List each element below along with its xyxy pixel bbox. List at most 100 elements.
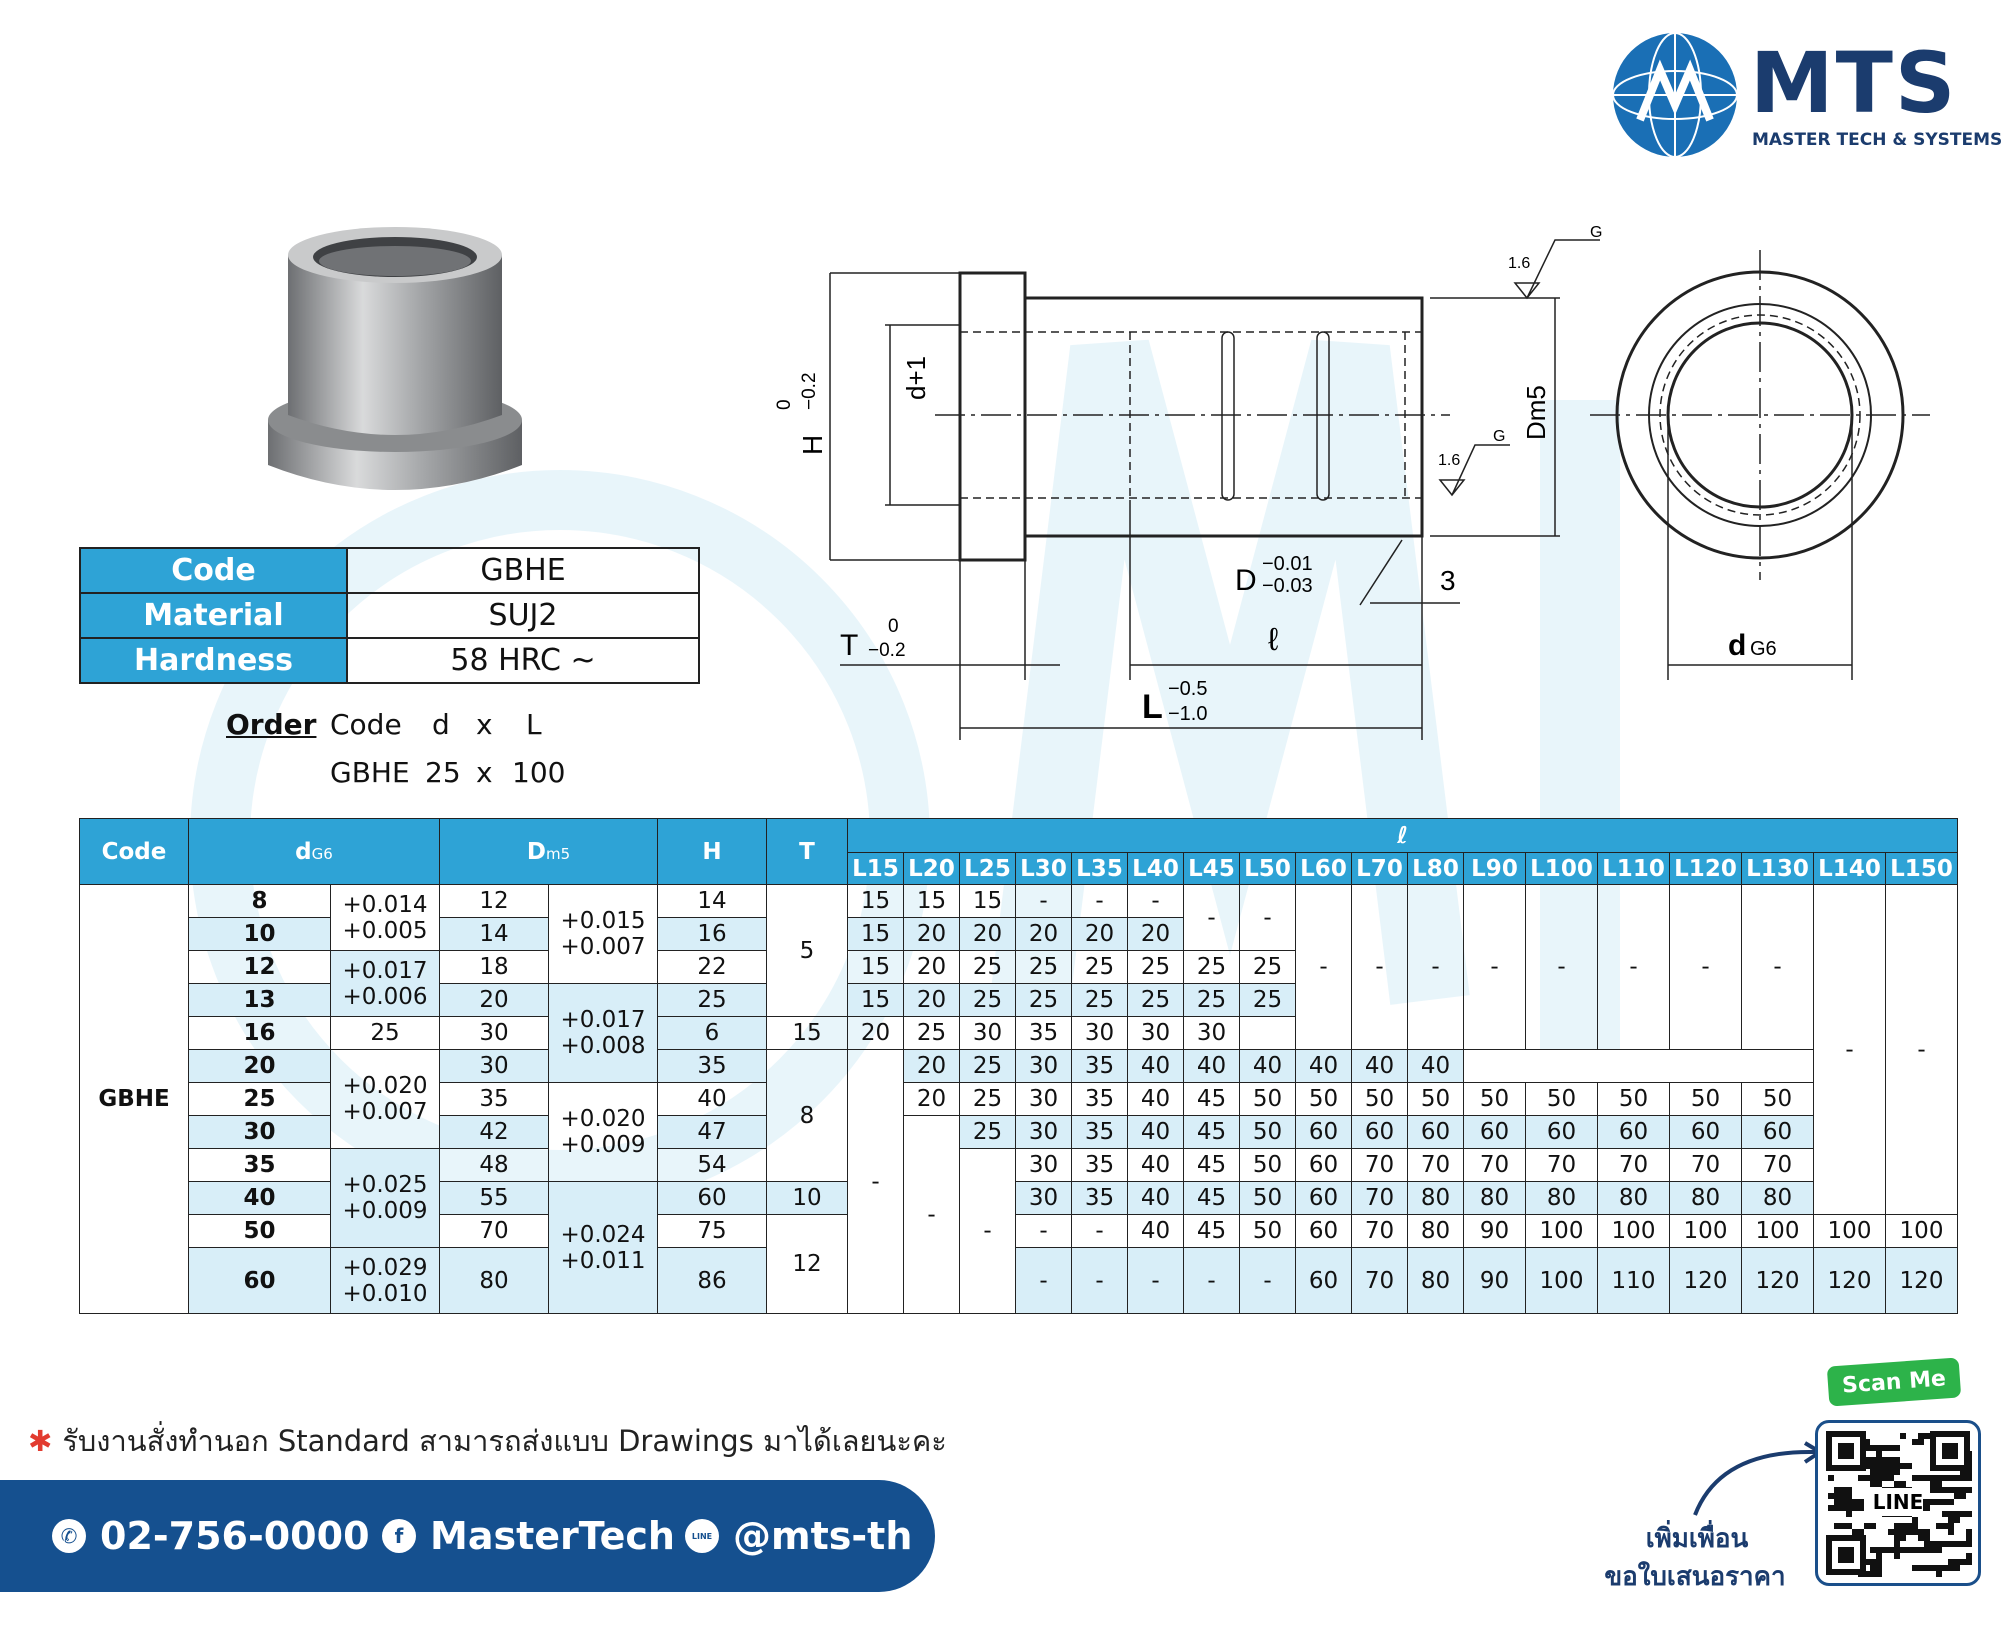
length-value-cell: 40 [1183,1049,1240,1083]
tol-hi: +0.015 [560,908,646,934]
roughness-grade: G [1590,224,1602,241]
length-value-cell: 35 [1071,1082,1128,1116]
qr-code-icon: LINE [1826,1431,1972,1577]
T-value-cell: 10 [766,1181,848,1215]
length-value-cell: 50 [1525,1082,1598,1116]
length-value-cell: 50 [1351,1082,1408,1116]
dim-big-d: D [1235,564,1257,597]
D-value-cell: 20 [439,983,549,1017]
length-value-cell: 70 [1669,1148,1742,1182]
scan-me-badge: Scan Me [1826,1357,1962,1407]
length-na-cell: - [1407,884,1464,1050]
dim-l-tol: −1.0 [1168,703,1207,725]
order-example: 25 [425,756,461,789]
length-na-cell: - [847,1049,904,1314]
tol-hi: +0.017 [342,957,428,984]
length-value-cell: 15 [847,983,904,1017]
length-value-cell: 25 [959,1049,1016,1083]
spec-table: Code GBHE Material SUJ2 Hardness 58 HRC … [79,547,700,684]
H-value-cell: 30 [439,1016,549,1050]
dim-dm5: Dm5 [1521,385,1551,440]
tol-lo: +0.007 [342,1099,428,1125]
length-header: L140 [1813,852,1886,885]
d-value-cell: 16 [188,1016,331,1050]
length-value-cell: 25 [1015,983,1072,1017]
d-value-cell: 40 [188,1181,331,1215]
length-na-cell: - [1813,884,1886,1215]
header-dg6-main: d [295,838,312,865]
length-value-cell: - [1015,1247,1072,1314]
length-value-cell: 25 [1015,950,1072,984]
d-value-cell: 10 [188,917,331,951]
spec-key: Code [79,547,348,594]
H-value-cell: 47 [657,1115,767,1149]
H-value-cell: 54 [657,1148,767,1182]
roughness-icon [1513,239,1600,300]
spec-value: 58 HRC ~ [346,637,700,684]
H-value-cell: 22 [657,950,767,984]
d-tol-cell: +0.020+0.007 [330,1049,440,1149]
H-value-cell: 75 [657,1214,767,1248]
length-value-cell: 25 [1127,983,1184,1017]
length-value-cell: 25 [1183,983,1240,1017]
d-tol-cell: +0.017+0.006 [330,950,440,1017]
length-value-cell: 15 [847,950,904,984]
dim-ell: ℓ [1268,621,1278,657]
length-na-cell: - [1669,884,1742,1050]
H-value-cell: 16 [657,917,767,951]
tol-hi: +0.029 [342,1254,428,1281]
contact-line[interactable]: LINE@mts-th [685,1512,912,1560]
H-value-cell: 25 [657,983,767,1017]
tol-lo: +0.009 [560,1132,646,1158]
length-na-cell: - [1239,884,1296,951]
dim-d-tol: −0.01 [1262,553,1313,575]
length-value-cell: 60 [1669,1115,1742,1149]
tol-lo: +0.010 [342,1280,428,1307]
length-value-cell: 70 [1407,1148,1464,1182]
length-na-cell: - [1885,884,1958,1215]
spec-row-hardness: Hardness 58 HRC ~ [79,637,700,684]
qr-center-label: LINE [1873,1490,1924,1514]
d-value-cell: 20 [188,1049,331,1083]
header-ell: ℓ [847,818,1958,853]
contact-phone[interactable]: ✆02-756-0000 [52,1512,370,1560]
length-value-cell: 80 [1407,1214,1464,1248]
length-value-cell: 40 [1127,1148,1184,1182]
T-value-cell: 8 [766,1049,848,1182]
T-value-cell: 6 [657,1016,767,1050]
line-qr-code[interactable]: LINE [1815,1420,1981,1586]
length-value-cell: 20 [1015,917,1072,951]
roughness-value: 1.6 [1508,255,1530,272]
header-dg6-sub: G6 [311,844,333,863]
length-value-cell: 20 [903,917,960,951]
order-field: L [526,708,542,741]
length-value-cell: 20 [903,1049,960,1083]
length-value-cell: 70 [1463,1148,1526,1182]
length-value-cell: 100 [1885,1214,1958,1248]
d-tol-cell: +0.029+0.010 [330,1247,440,1314]
brand-logo: MTS MASTER TECH & SYSTEMS [1600,30,2001,160]
dim-h-tol: −0.2 [799,372,820,410]
length-value-cell: 60 [1741,1115,1814,1149]
d-value-cell: 50 [188,1214,331,1248]
order-field: x [476,708,493,741]
length-value-cell: 100 [1741,1214,1814,1248]
length-value-cell: 35 [1071,1148,1128,1182]
brand-name: MTS [1750,34,1958,132]
length-header: L20 [903,852,960,885]
length-value-cell: 40 [1407,1049,1464,1083]
line-id: @mts-th [733,1514,913,1558]
length-value-cell: 15 [903,884,960,918]
spec-row-code: Code GBHE [79,547,700,594]
length-value-cell: 20 [903,1082,960,1116]
header-dm5-sub: m5 [545,844,571,863]
header-dm5-main: D [526,838,546,865]
